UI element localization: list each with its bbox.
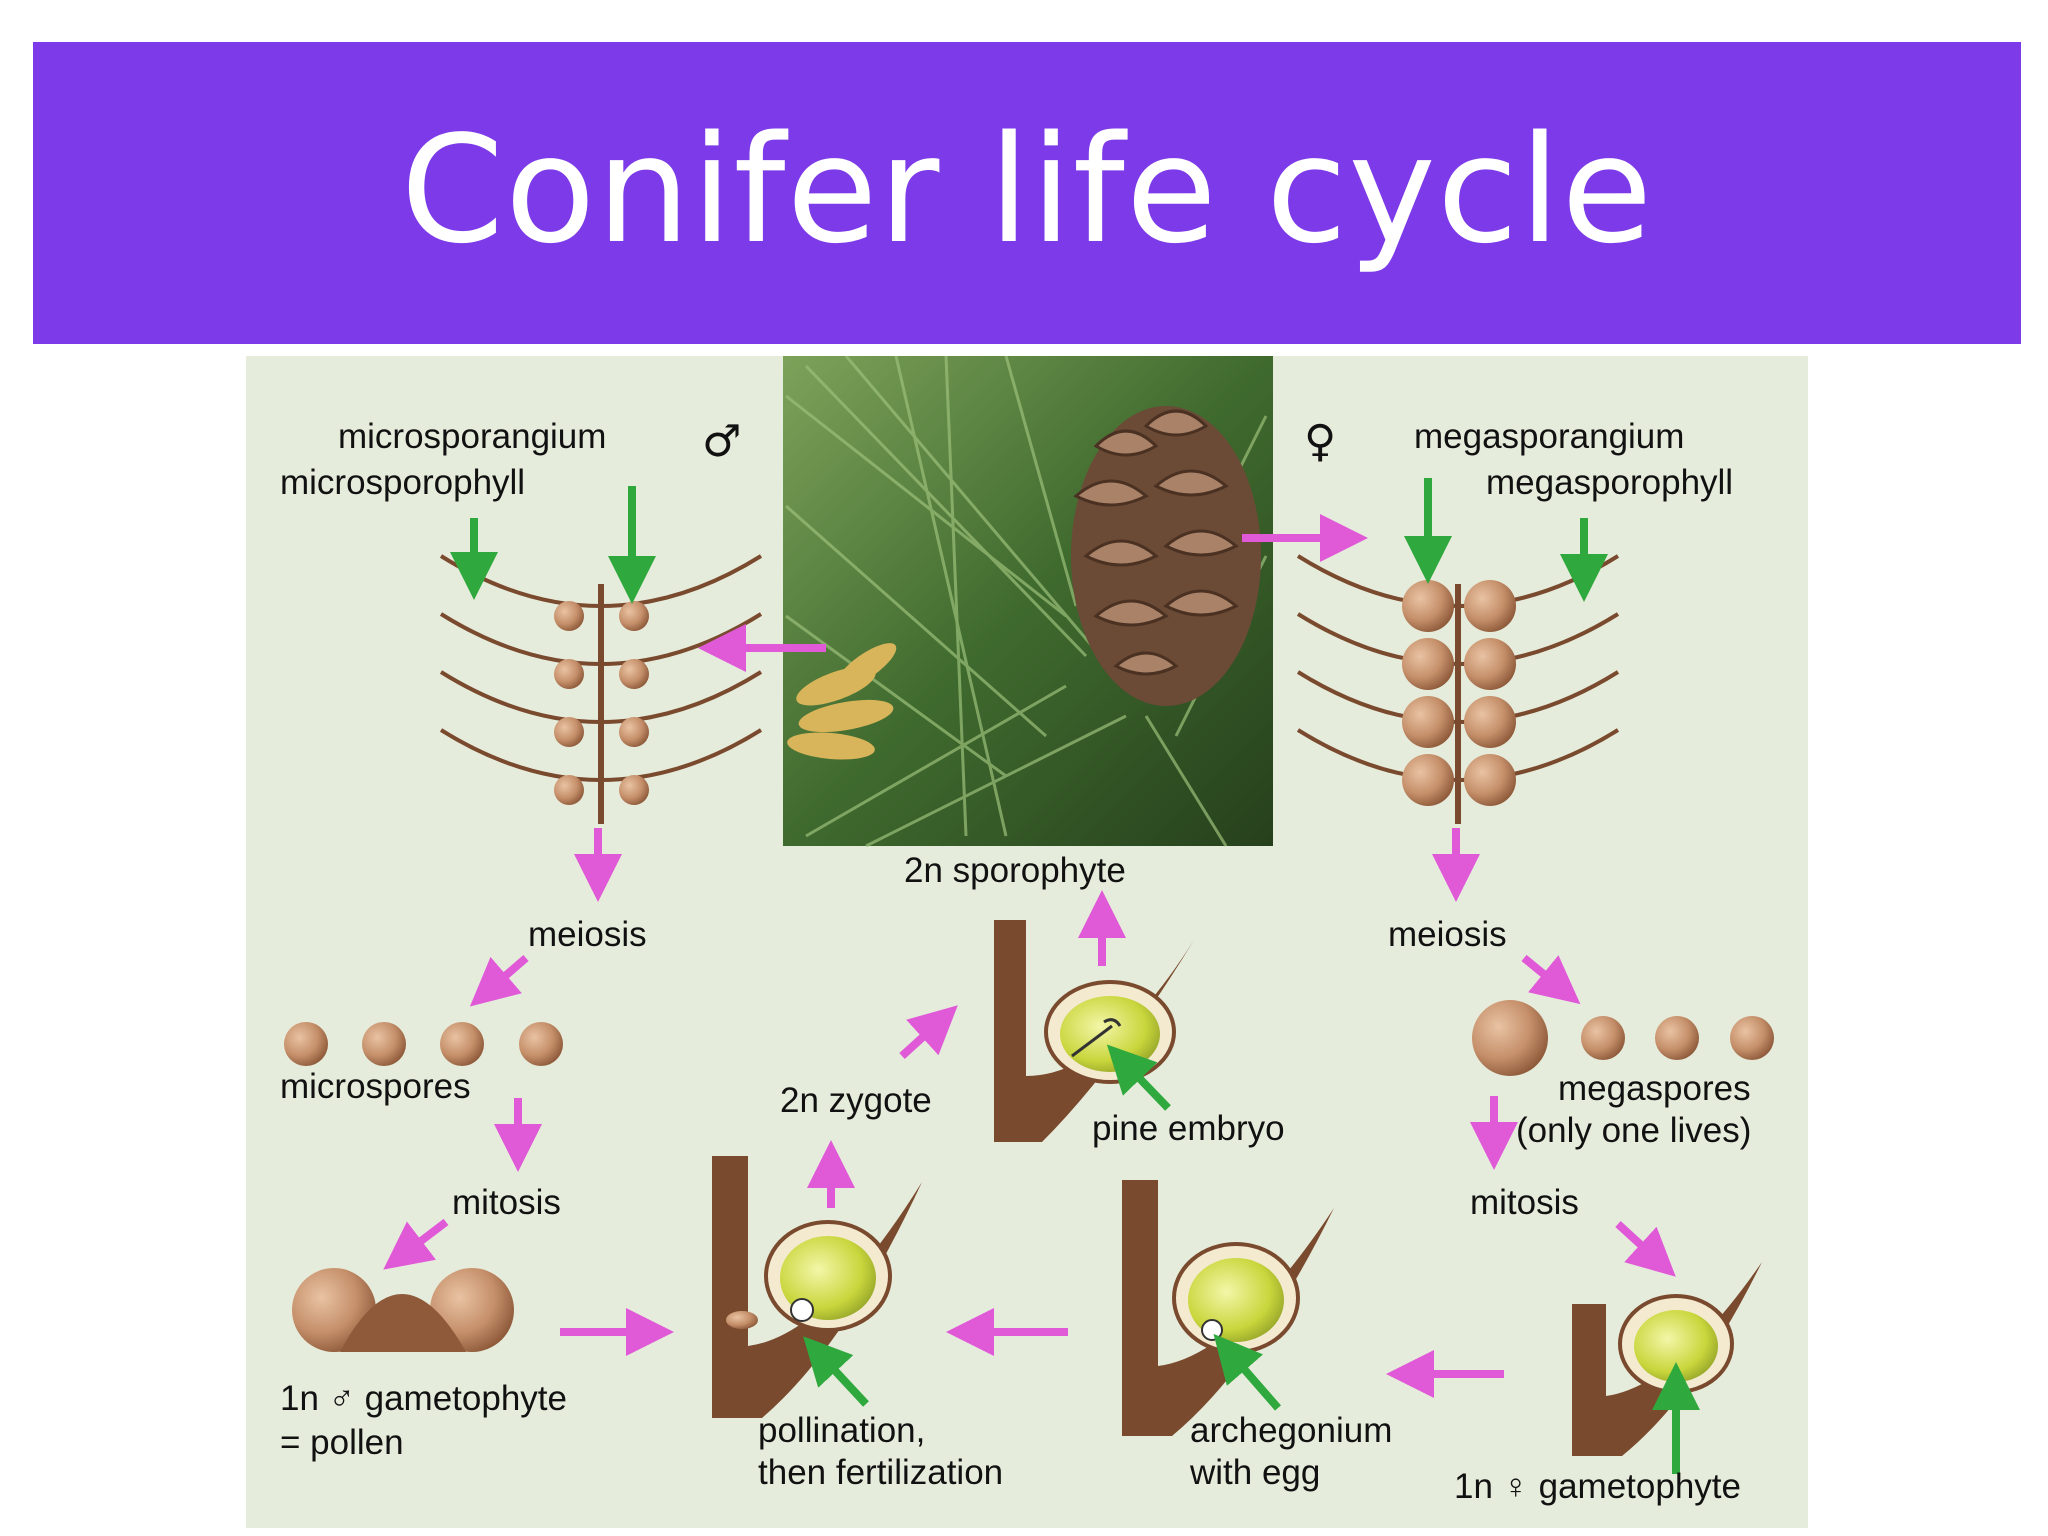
microsporangium-label: microsporangium bbox=[338, 417, 606, 456]
archegonium-pointer-arrow bbox=[1213, 1333, 1282, 1411]
arrow-mitosis-to-female-gametophyte bbox=[1615, 1221, 1676, 1277]
female-gametophyte-label: 1n ♀ gametophyte bbox=[1454, 1467, 1741, 1506]
conifer-life-cycle-diagram: microsporangium microsporophyll ♂ ♀ mega… bbox=[246, 356, 1808, 1528]
pine-embryo-label: pine embryo bbox=[1092, 1109, 1285, 1148]
only-one-lives-label: (only one lives) bbox=[1516, 1111, 1751, 1150]
arrow-meiosis-to-megaspores bbox=[1521, 954, 1581, 1005]
pollen-grain bbox=[292, 1268, 514, 1352]
megasporangium-label: megasporangium bbox=[1414, 417, 1684, 456]
fertilization-label: then fertilization bbox=[758, 1453, 1003, 1492]
page-title: Conifer life cycle bbox=[400, 104, 1654, 276]
meiosis-left-label: meiosis bbox=[528, 915, 647, 954]
female-cone-diagram bbox=[1296, 554, 1620, 824]
with-egg-label: with egg bbox=[1189, 1453, 1320, 1492]
mitosis-right-label: mitosis bbox=[1470, 1183, 1579, 1222]
mitosis-left-label: mitosis bbox=[452, 1183, 561, 1222]
megasporophyll-label: megasporophyll bbox=[1486, 463, 1733, 502]
male-symbol: ♂ bbox=[702, 416, 741, 467]
pollen-label: = pollen bbox=[280, 1423, 404, 1462]
pollination-pointer-arrow bbox=[803, 1336, 869, 1407]
microsporophyll-label: microsporophyll bbox=[280, 463, 525, 502]
sporophyte-label: 2n sporophyte bbox=[904, 851, 1126, 890]
megaspores-label: megaspores bbox=[1558, 1069, 1751, 1108]
pollination-ovule bbox=[712, 1156, 922, 1418]
female-symbol: ♀ bbox=[1304, 416, 1336, 467]
microspores-label: microspores bbox=[280, 1067, 471, 1106]
pollination-label: pollination, bbox=[758, 1411, 925, 1450]
archegonium-label: archegonium bbox=[1190, 1411, 1392, 1450]
archegonium-ovule bbox=[1122, 1180, 1334, 1436]
zygote-label: 2n zygote bbox=[780, 1081, 932, 1120]
arrow-mitosis-to-pollen bbox=[383, 1218, 449, 1270]
meiosis-right-label: meiosis bbox=[1388, 915, 1507, 954]
megaspores bbox=[1472, 1000, 1774, 1076]
arrow-zygote-to-embryo bbox=[899, 1005, 958, 1059]
microspores bbox=[284, 1022, 563, 1066]
male-gametophyte-label: 1n ♂ gametophyte bbox=[280, 1379, 567, 1418]
pine-photo bbox=[783, 356, 1273, 848]
arrow-meiosis-to-microspores bbox=[469, 954, 529, 1007]
pine-embryo-pointer-arrow bbox=[1106, 1044, 1171, 1111]
title-bar: Conifer life cycle bbox=[33, 42, 2021, 344]
